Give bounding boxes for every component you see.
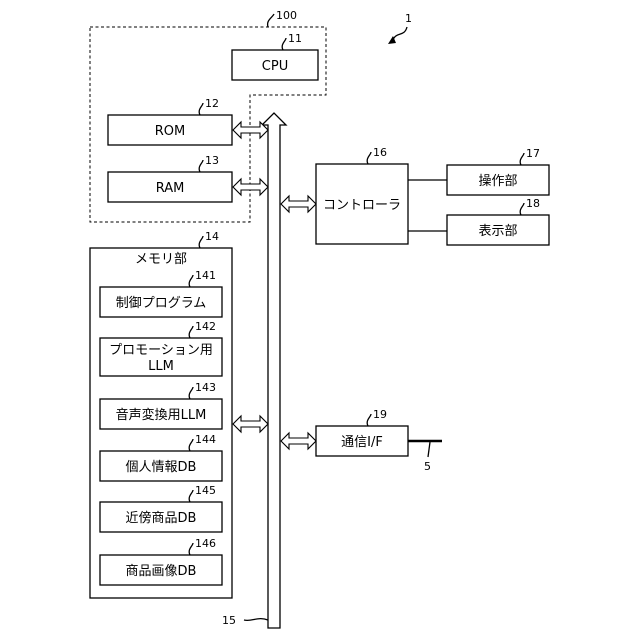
- figure-ref: 1: [405, 12, 412, 25]
- group-100-ref: 100: [276, 9, 297, 22]
- group-100-leader: [268, 14, 274, 27]
- network-ref-leader: [428, 442, 430, 457]
- operation-leader: [520, 153, 524, 165]
- memory-item-ref: 143: [195, 381, 216, 394]
- network-ref: 5: [424, 460, 431, 473]
- memory-item-label-line2: LLM: [148, 359, 174, 374]
- comm-ref: 19: [373, 408, 387, 421]
- memory-item-label: 近傍商品DB: [126, 510, 197, 526]
- memory-leader: [199, 236, 203, 248]
- bus-leader: [244, 619, 268, 621]
- display-ref: 18: [526, 197, 540, 210]
- bus-ref: 15: [222, 614, 236, 627]
- memory-item-ref: 141: [195, 269, 216, 282]
- display-leader: [520, 203, 524, 215]
- memory-item-label: プロモーション用: [109, 343, 213, 358]
- controller-bus-arrow: [281, 196, 316, 212]
- rom-leader: [199, 103, 203, 115]
- cpu-leader: [282, 38, 286, 50]
- rom-label: ROM: [155, 124, 185, 139]
- comm-label: 通信I/F: [341, 435, 383, 450]
- controller-leader: [367, 152, 371, 164]
- memory-item-ref: 144: [195, 433, 216, 446]
- ram-leader: [199, 160, 203, 172]
- memory-label: メモリ部: [135, 252, 187, 267]
- memory-item-ref: 142: [195, 320, 216, 333]
- controller-ref: 16: [373, 146, 387, 159]
- memory-item-ref: 146: [195, 537, 216, 550]
- operation-label: 操作部: [478, 173, 517, 189]
- memory-item-label: 商品画像DB: [126, 564, 197, 579]
- comm-leader: [367, 414, 371, 426]
- memory-ref: 14: [205, 230, 219, 243]
- memory-item-ref: 145: [195, 484, 216, 497]
- controller-label: コントローラ: [323, 198, 401, 213]
- memory-item-label: 制御プログラム: [116, 296, 207, 311]
- memory-item-label: 音声変換用LLM: [116, 407, 207, 423]
- memory-item-label: 個人情報DB: [126, 460, 197, 475]
- ram-label: RAM: [156, 181, 185, 196]
- cpu-label: CPU: [262, 59, 288, 74]
- bus: [262, 113, 286, 628]
- display-label: 表示部: [478, 224, 517, 239]
- rom-ref: 12: [205, 97, 219, 110]
- ram-ref: 13: [205, 154, 219, 167]
- operation-ref: 17: [526, 147, 540, 160]
- ram-bus-arrow: [233, 179, 268, 195]
- memory-bus-arrow: [233, 416, 268, 432]
- cpu-ref: 11: [288, 32, 302, 45]
- comm-bus-arrow: [281, 433, 316, 449]
